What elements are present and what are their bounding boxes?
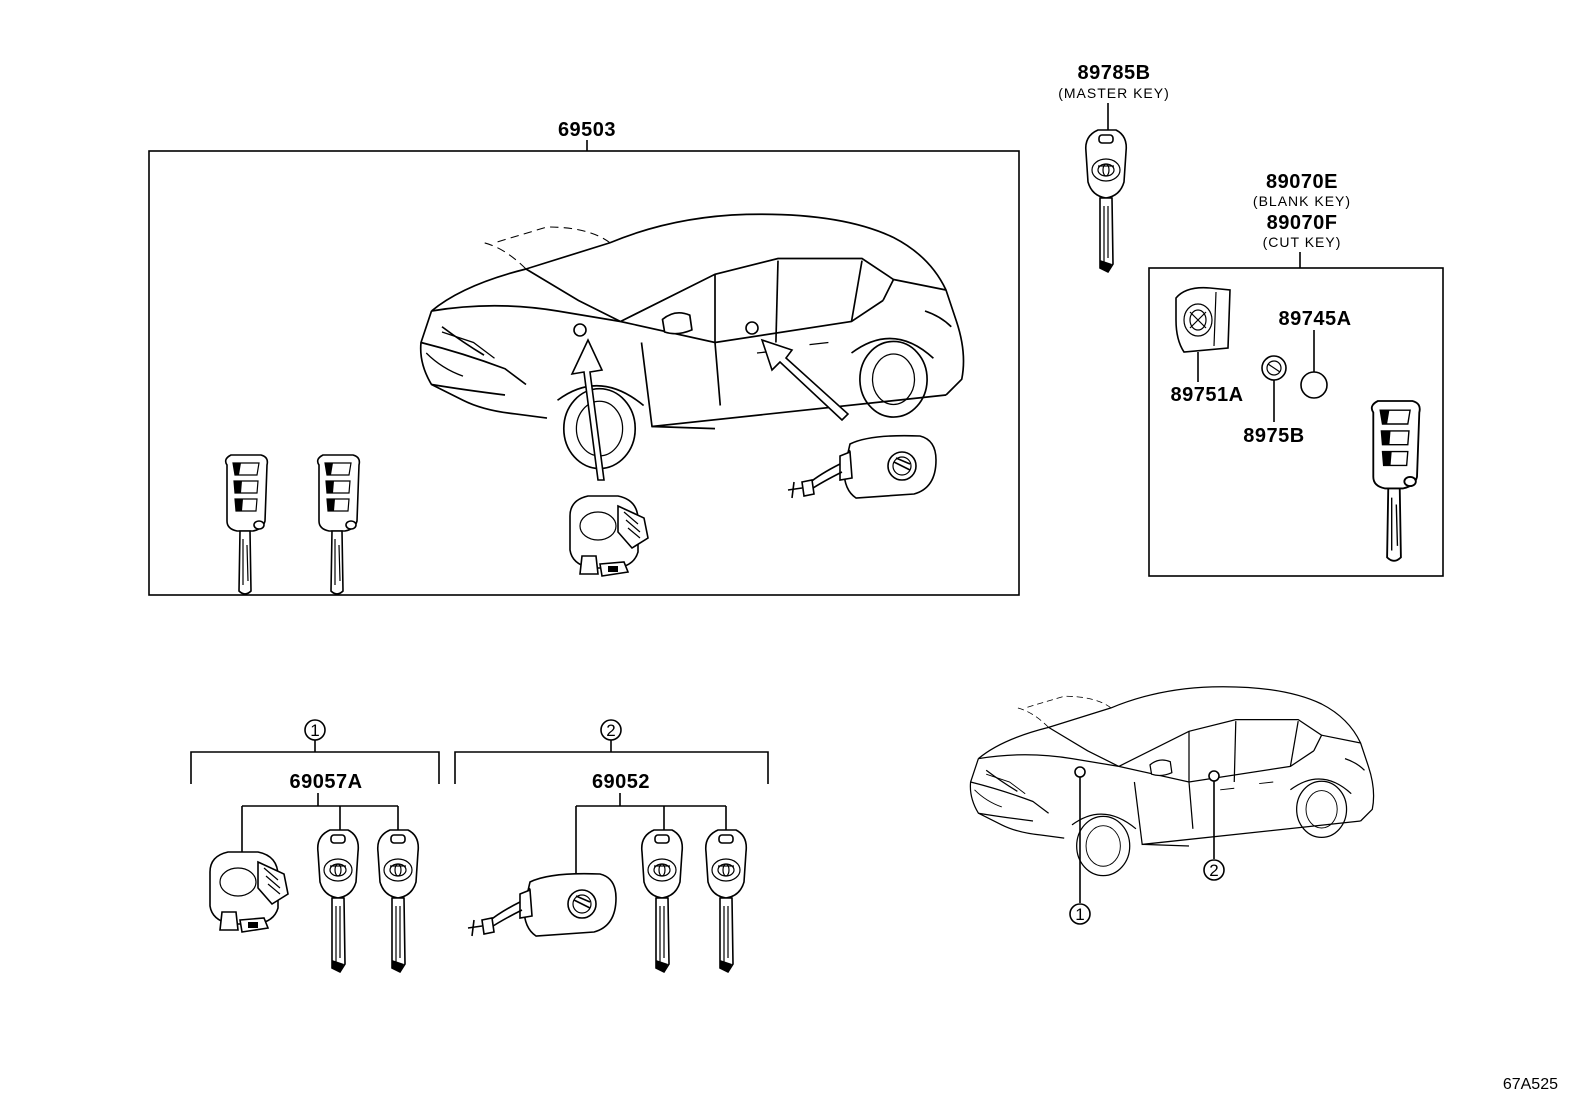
callout-1-label: 1 — [310, 721, 319, 740]
master-key — [1084, 129, 1128, 273]
locator-callout-1-label: 1 — [1075, 905, 1084, 924]
arrow-door-lock — [760, 338, 850, 422]
locator-marker-2 — [1208, 770, 1220, 782]
key-housing-89751A — [1175, 286, 1231, 353]
part-number-8975B: 8975B — [1243, 425, 1304, 447]
sedan-illustration-main — [419, 213, 965, 470]
door-lock-position-marker — [745, 321, 759, 335]
locator-callout-1-circle — [1069, 903, 1091, 925]
part-number-69503: 69503 — [558, 119, 616, 141]
locator-callout-2-label: 2 — [1209, 861, 1218, 880]
group-1-bracket — [190, 751, 440, 784]
key-69052-2 — [704, 829, 748, 973]
door-lock-cylinder-main — [787, 434, 937, 499]
key-69057A-1 — [316, 829, 360, 973]
ignition-position-marker — [573, 323, 587, 337]
arrow-ignition — [570, 338, 605, 481]
part-number-89070E: 89070E — [1266, 171, 1338, 193]
locator-callout-2-circle — [1203, 859, 1225, 881]
kit-box-69503 — [148, 150, 1020, 596]
transponder-8975B — [1261, 355, 1287, 381]
remote-key-2 — [316, 454, 361, 595]
blank-key-label: (BLANK KEY) — [1253, 193, 1351, 209]
kit-box-89070 — [1148, 267, 1444, 577]
part-number-89785B: 89785B — [1077, 62, 1150, 84]
sedan-illustration-locator — [969, 686, 1375, 877]
part-number-69057A: 69057A — [289, 771, 362, 793]
cut-key-label: (CUT KEY) — [1263, 234, 1342, 250]
diagram-code: 67A525 — [1503, 1076, 1558, 1093]
ignition-cylinder-main — [569, 495, 649, 577]
ignition-cylinder-69057A — [209, 851, 289, 933]
door-lock-cylinder-69052 — [467, 872, 617, 937]
flip-key-89070 — [1370, 400, 1421, 562]
part-number-69052: 69052 — [592, 771, 650, 793]
key-69057A-2 — [376, 829, 420, 973]
master-key-label: (MASTER KEY) — [1058, 85, 1170, 101]
callout-2-label: 2 — [606, 721, 615, 740]
part-number-89070F: 89070F — [1267, 212, 1338, 234]
key-69052-1 — [640, 829, 684, 973]
remote-key-1 — [224, 454, 269, 595]
locator-marker-1 — [1074, 766, 1086, 778]
group-2-bracket — [454, 751, 769, 784]
part-number-89745A: 89745A — [1278, 308, 1351, 330]
part-number-89751A: 89751A — [1170, 384, 1243, 406]
battery-89745A — [1300, 371, 1328, 399]
